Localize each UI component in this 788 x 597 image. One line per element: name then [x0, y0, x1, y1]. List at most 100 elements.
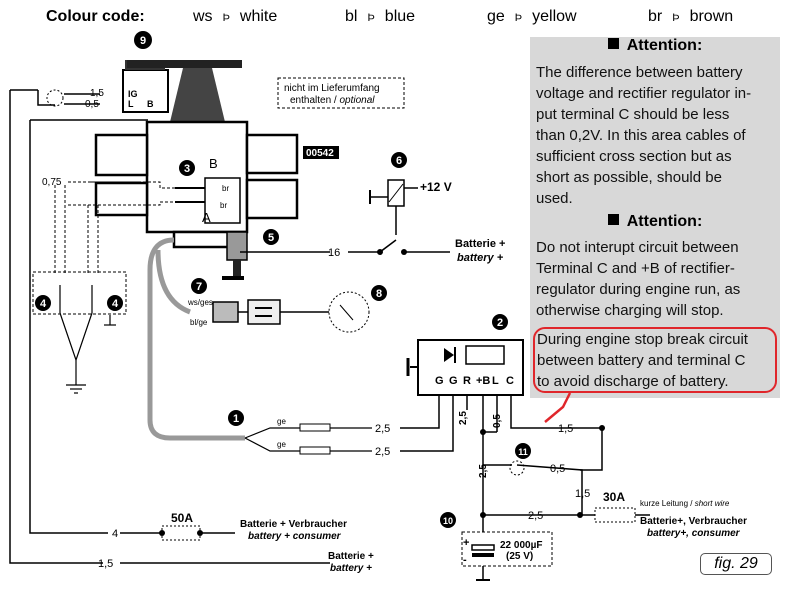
- size-0-5-top: 0,5: [85, 99, 99, 110]
- fuse-50a-icon: [161, 525, 201, 541]
- size-2-5-v2: 2,5: [478, 464, 489, 478]
- fuse-30a-icon: [594, 507, 636, 523]
- callout-box: [533, 327, 777, 393]
- badge-9: 9: [140, 35, 146, 47]
- badge-1: 1: [233, 413, 239, 425]
- size-2-5-bot: 2,5: [528, 510, 543, 522]
- short-wire-en: short wire: [695, 499, 730, 508]
- capacitor-minus: -: [463, 554, 467, 566]
- badge-8: 8: [376, 288, 382, 300]
- alternator-left-lobe-top: [94, 133, 149, 177]
- label-a: A: [202, 210, 211, 225]
- size-1-5-v: 1,5: [575, 488, 590, 500]
- attention-heading-2: Attention:: [530, 213, 780, 231]
- size-2-5-v1: 2,5: [458, 411, 469, 425]
- diode-icon: [444, 348, 454, 362]
- terminal-g1: G: [435, 375, 444, 387]
- wire-color-bl-ge: bl/ge: [190, 318, 208, 327]
- terminal-b-plus: +B: [476, 375, 490, 387]
- battery-plus-en-1: battery +: [457, 252, 504, 264]
- terminal-c: C: [506, 375, 514, 387]
- plug-7-female: [247, 299, 281, 325]
- consumer-de: Batterie + Verbraucher: [240, 519, 347, 530]
- capacitor-voltage: (25 V): [506, 551, 533, 562]
- alternator-left-lobe-bottom: [94, 181, 149, 217]
- terminal-r: R: [463, 375, 471, 387]
- consumer2-de: Batterie+, Verbraucher: [640, 516, 747, 527]
- output-terminal: [226, 231, 248, 261]
- colour-code-title: Colour code:: [46, 8, 145, 25]
- alternator-neck: [170, 68, 225, 122]
- attention-paragraph-2: Do not interupt circuit between Terminal…: [536, 239, 741, 319]
- size-0-5-v: 0,5: [492, 414, 503, 428]
- size-0-75: 0,75: [42, 177, 62, 188]
- badge-5: 5: [268, 232, 274, 244]
- battery-plus-en-2: battery +: [330, 563, 372, 574]
- optional-note-box: [277, 77, 405, 109]
- attention-panel: Attention: The difference between batter…: [530, 37, 780, 398]
- badge-4-right: 4: [112, 298, 119, 310]
- wire-battery-plus-rail: [9, 90, 103, 564]
- size-1-5-bot: 1,5: [98, 558, 113, 570]
- l-label: L: [128, 99, 134, 109]
- part-number: 00542: [306, 148, 334, 159]
- callout-text: During engine stop break circuit between…: [537, 331, 748, 390]
- badge-10: 10: [443, 516, 453, 526]
- terminal-bolt: [233, 260, 241, 280]
- terminal-l: L: [492, 375, 499, 387]
- size-4: 4: [112, 528, 118, 540]
- badge-11: 11: [518, 447, 528, 457]
- capacitor-value: 22 000µF: [500, 540, 542, 551]
- size-2-5-a: 2,5: [375, 423, 390, 435]
- capacitor-icon: [471, 544, 495, 551]
- size-1-5-top: 1,5: [90, 88, 104, 99]
- alternator-right-lobe-bottom: [245, 178, 299, 220]
- label-b: B: [209, 156, 218, 171]
- badge-6: 6: [396, 155, 402, 167]
- ignition-lock-box: [122, 69, 169, 113]
- fuse-50a-label: 50A: [171, 511, 193, 525]
- optional-note-line2: enthalten /: [290, 95, 339, 106]
- label-br-2: br: [220, 201, 227, 210]
- consumer-en: battery + consumer: [248, 531, 342, 542]
- short-wire-de: kurze Leitung /: [640, 499, 695, 508]
- attention-paragraph-1: The difference between battery voltage a…: [536, 64, 752, 207]
- svg-text:enthalten / optional: enthalten / optional: [290, 95, 375, 106]
- size-16: 16: [328, 247, 340, 259]
- wire-color-ws-ge: ws/ges: [187, 298, 213, 307]
- wire-loom-grey: [147, 237, 245, 441]
- size-0-5-h: 0,5: [550, 463, 565, 475]
- svg-text:kurze Leitung / short wire: kurze Leitung / short wire: [640, 499, 730, 508]
- badge-3: 3: [184, 163, 190, 175]
- label-br-1: br: [222, 184, 229, 193]
- part-number-badge: [303, 146, 339, 159]
- consumer2-en: battery+, consumer: [647, 528, 741, 539]
- figure-label: fig. 29: [700, 553, 772, 575]
- battery-plus-2: Batterie +: [328, 551, 374, 562]
- ig-label: IG: [128, 89, 138, 99]
- gauge-icon: [328, 291, 370, 333]
- badge-4-left: 4: [40, 298, 47, 310]
- wire-color-ge-2: ge: [277, 440, 286, 449]
- badge-2: 2: [497, 317, 503, 329]
- switch-11-icon: [509, 460, 525, 476]
- capacitor-plus: +: [463, 537, 469, 549]
- terminal-g2: G: [449, 375, 458, 387]
- battery-plus-1: Batterie +: [455, 238, 505, 250]
- wire-battery-consumer-rail: [29, 120, 108, 534]
- plug-7-male: [212, 301, 239, 323]
- voltage-label: +12 V: [420, 180, 452, 194]
- attention-heading-1: Attention:: [530, 37, 780, 55]
- alternator-right-lobe-top: [245, 133, 299, 175]
- crank-top-bar: [127, 60, 242, 68]
- fuse-30a-label: 30A: [603, 490, 625, 504]
- badge-7: 7: [196, 281, 202, 293]
- size-2-5-b: 2,5: [375, 446, 390, 458]
- optional-note-line1: nicht im Lieferumfang: [284, 83, 380, 94]
- size-1-5-r: 1,5: [558, 423, 573, 435]
